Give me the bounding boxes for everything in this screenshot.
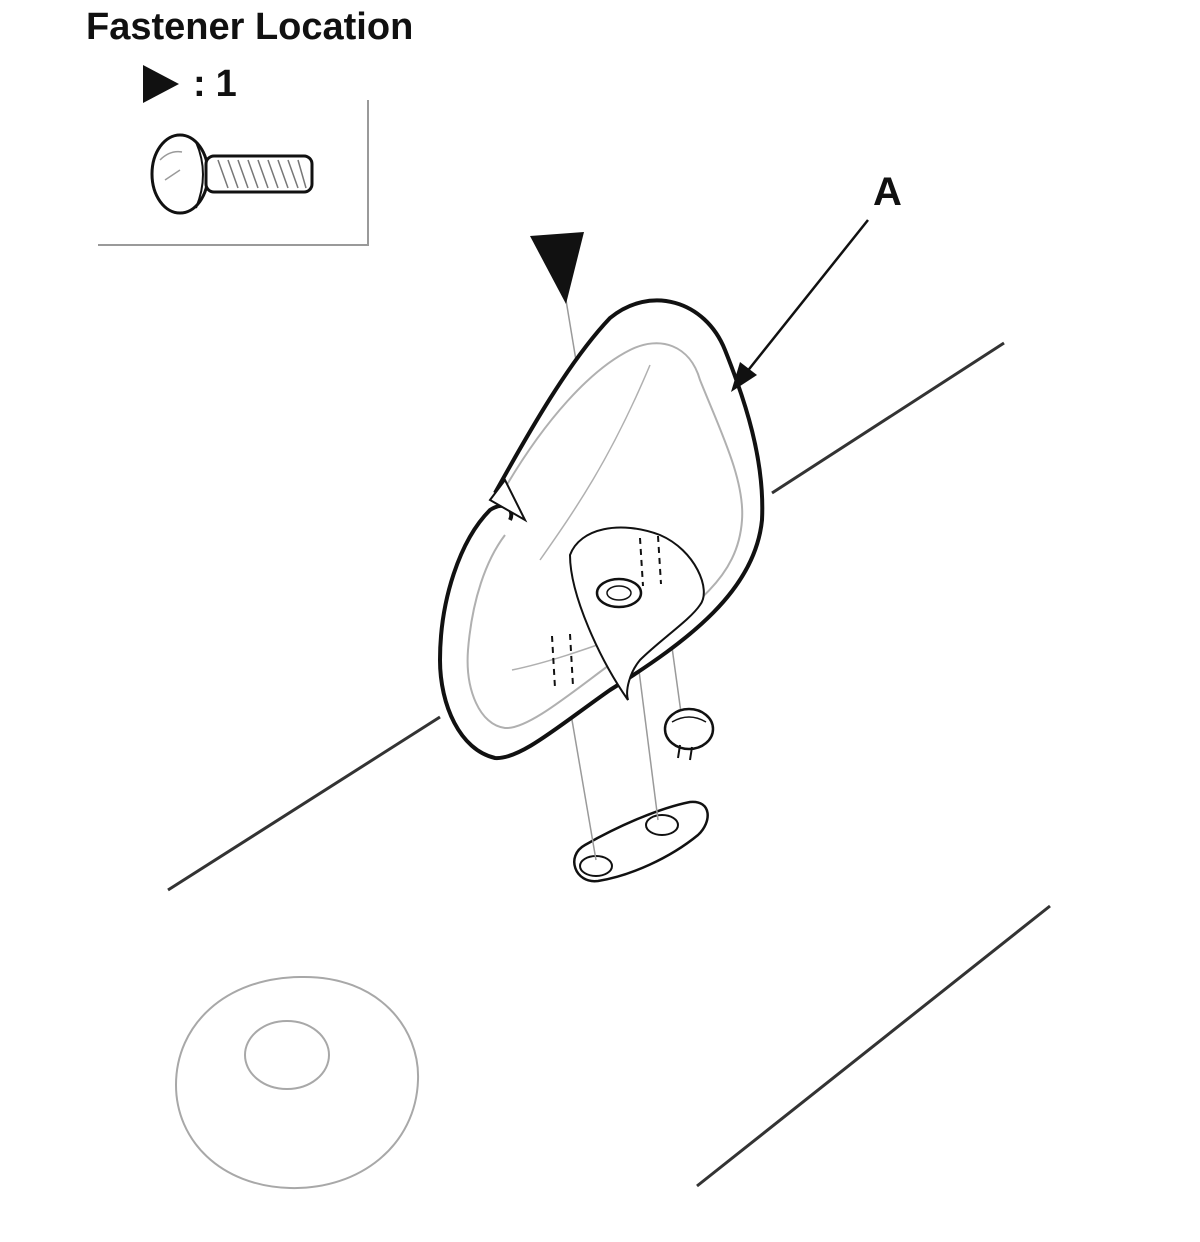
legend-inset-frame <box>98 100 369 246</box>
round-pad <box>174 975 420 1190</box>
callout-label-a: A <box>873 170 902 214</box>
screw-icon <box>150 133 314 215</box>
panel-edge-line-upper <box>771 341 1005 495</box>
panel-edge-line-bottom <box>696 904 1051 1188</box>
fastener-marker-triangle <box>530 232 584 304</box>
screw-hole <box>595 577 643 609</box>
legend-separator: : <box>193 62 206 105</box>
mounting-plate <box>573 800 709 883</box>
legend-count: 1 <box>215 62 237 105</box>
panel-edge-line-lower <box>167 715 441 892</box>
fastener-legend: : 1 <box>143 62 237 106</box>
callout-a-leader <box>731 219 869 392</box>
part-a-trim <box>437 298 765 761</box>
triangle-marker-icon <box>143 65 179 103</box>
small-clip <box>663 707 715 761</box>
page-title: Fastener Location <box>86 6 414 48</box>
